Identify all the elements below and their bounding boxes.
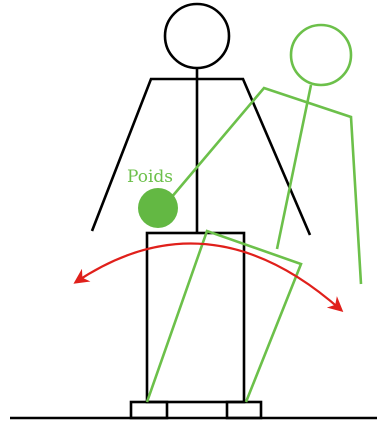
- upright-figure: [90, 2, 312, 420]
- leaning-legs: [145, 229, 303, 403]
- upright-right-foot: [225, 400, 263, 420]
- upright-pelvis-legs: [145, 231, 246, 404]
- weight-mass: [138, 188, 178, 228]
- leaning-head: [289, 23, 353, 87]
- leaning-spine: [275, 84, 313, 250]
- upright-arms: [90, 77, 312, 236]
- leaning-figure: [145, 23, 363, 403]
- upright-head: [163, 2, 231, 70]
- leaning-arms: [164, 86, 363, 285]
- weight-label: Poids: [127, 167, 173, 187]
- swing-arrow: [73, 242, 344, 313]
- upright-left-foot: [129, 400, 169, 420]
